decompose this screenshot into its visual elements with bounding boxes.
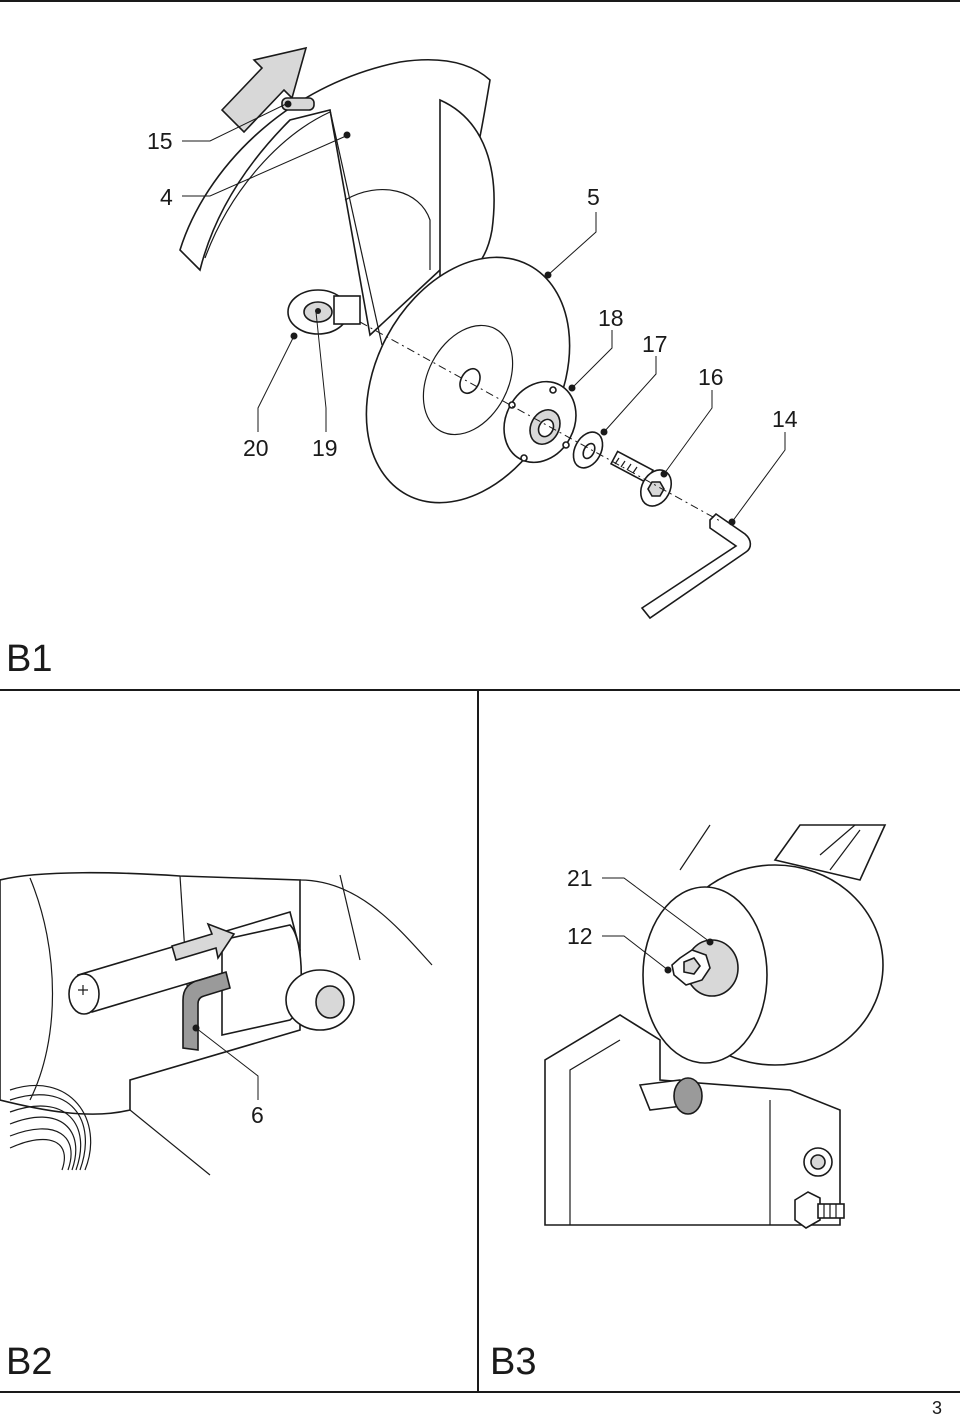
callout-12: 12	[567, 923, 593, 949]
coupling	[221, 924, 302, 1036]
top-rule	[0, 0, 960, 2]
spindle	[333, 295, 361, 325]
push-arrow-icon	[171, 922, 236, 961]
figure-b1-drawing	[179, 46, 786, 620]
panel-divider	[477, 691, 479, 1391]
assembly-axis	[359, 321, 723, 523]
callout-14: 14	[772, 406, 798, 432]
page-number: 3	[932, 1398, 943, 1417]
figure-label-b2: B2	[6, 1341, 53, 1383]
callout-19: 19	[312, 435, 338, 461]
guard-inner-shell	[439, 98, 495, 282]
callout-17: 17	[642, 331, 668, 357]
coiled-cord	[9, 1084, 92, 1171]
adjust-bolt	[794, 1191, 821, 1229]
lower-frame	[544, 1014, 841, 1226]
hex-key	[640, 512, 752, 620]
callout-16: 16	[698, 364, 724, 390]
blade-guard	[179, 59, 491, 337]
callout-15: 15	[147, 128, 173, 154]
bolt	[609, 450, 673, 507]
mid-rule	[0, 689, 960, 691]
figure-b2-drawing	[0, 871, 433, 1176]
callout-4: 4	[160, 184, 173, 210]
upper-bracket	[773, 824, 887, 881]
bottom-rule	[0, 1391, 960, 1393]
guard-pin	[281, 97, 315, 111]
disc-bore	[459, 367, 481, 395]
callout-21: 21	[567, 865, 593, 891]
rotation-arrow-icon	[220, 46, 308, 134]
callout-6: 6	[251, 1102, 264, 1128]
figure-label-b1: B1	[6, 638, 53, 680]
callout-5: 5	[587, 184, 600, 210]
callout-20: 20	[243, 435, 269, 461]
figure-label-b3: B3	[490, 1341, 537, 1383]
callout-18: 18	[598, 305, 624, 331]
figure-b3-drawing	[544, 824, 887, 1229]
